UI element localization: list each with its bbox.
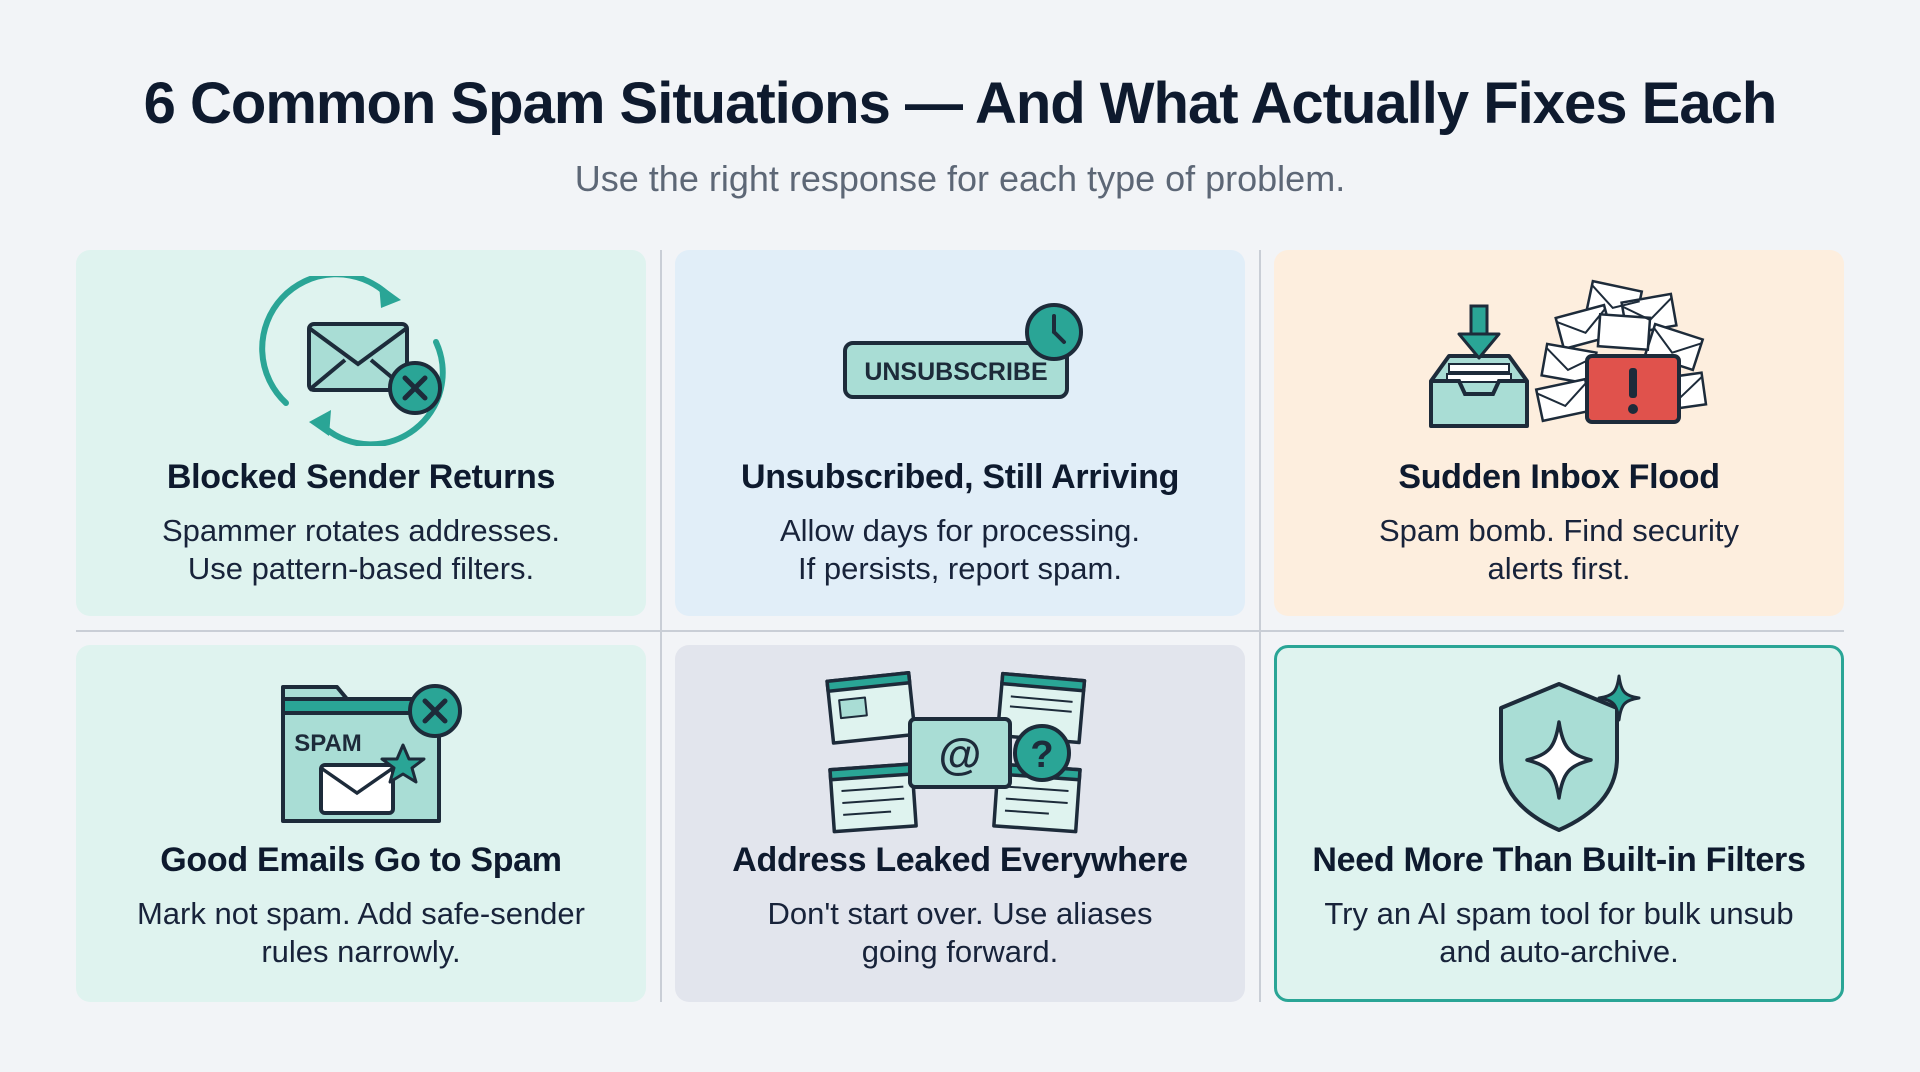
card-description-line: Allow days for processing.: [779, 513, 1141, 548]
card-description-line: If persists, report spam.: [798, 551, 1122, 586]
card-unsubscribed: UNSUBSCRIBE Unsubscribed, Still Arriving…: [675, 250, 1245, 616]
card-title: Blocked Sender Returns: [166, 458, 556, 496]
card-address-leaked: @ ? Address Leaked Everywhere Don't star…: [675, 645, 1245, 1002]
card-description: Spam bomb. Find security alerts first.: [1314, 512, 1804, 588]
card-inbox-flood: Sudden Inbox Flood Spam bomb. Find secur…: [1274, 250, 1844, 616]
card-good-emails-spam: SPAM Good Emails Go to Spam Mark not spa…: [76, 645, 646, 1002]
inbox-flood-alert-icon: [1429, 279, 1708, 428]
question-badge-label: ?: [1030, 734, 1053, 776]
card-description-line: Spam bomb. Find security: [1378, 513, 1740, 548]
card-need-more-filters: Need More Than Built-in Filters Try an A…: [1274, 645, 1844, 1002]
card-description-line: and auto-archive.: [1439, 934, 1679, 969]
unsubscribe-button-label: UNSUBSCRIBE: [864, 358, 1047, 386]
card-title: Sudden Inbox Flood: [1398, 458, 1720, 496]
at-sign-label: @: [939, 730, 982, 779]
card-description: Try an AI spam tool for bulk unsub and a…: [1317, 895, 1801, 971]
card-description-line: Spammer rotates addresses.: [161, 513, 560, 548]
spam-folder-label: SPAM: [294, 730, 362, 757]
card-description: Don't start over. Use aliases going forw…: [715, 895, 1205, 971]
spam-folder-star-icon: SPAM: [281, 684, 462, 823]
shield-sparkle-icon: [1499, 674, 1641, 832]
card-title: Good Emails Go to Spam: [160, 841, 562, 879]
envelope-blocked-cycle-icon: [259, 276, 446, 446]
card-description-line: Mark not spam. Add safe-sender: [136, 896, 585, 931]
card-title: Unsubscribed, Still Arriving: [740, 458, 1180, 496]
column-divider: [660, 250, 662, 1002]
card-title: Address Leaked Everywhere: [732, 841, 1188, 879]
unsubscribe-clock-icon: UNSUBSCRIBE: [843, 303, 1083, 399]
card-description-line: Use pattern-based filters.: [187, 551, 535, 586]
card-description-line: Don't start over. Use aliases: [767, 896, 1153, 931]
card-description-line: Try an AI spam tool for bulk unsub: [1324, 896, 1794, 931]
card-description: Spammer rotates addresses. Use pattern-b…: [116, 512, 606, 588]
card-description-line: alerts first.: [1487, 551, 1631, 586]
column-divider: [1259, 250, 1261, 1002]
card-description-line: rules narrowly.: [261, 934, 461, 969]
page-subtitle: Use the right response for each type of …: [574, 158, 1346, 199]
card-description: Allow days for processing. If persists, …: [715, 512, 1205, 588]
card-title: Need More Than Built-in Filters: [1312, 841, 1806, 879]
page-title: 6 Common Spam Situations — And What Actu…: [143, 71, 1778, 136]
card-description-line: going forward.: [861, 934, 1059, 969]
card-description: Mark not spam. Add safe-sender rules nar…: [116, 895, 606, 971]
card-blocked-sender: Blocked Sender Returns Spammer rotates a…: [76, 250, 646, 616]
row-divider: [76, 630, 1844, 632]
leaked-address-icon: @ ?: [825, 671, 1087, 834]
